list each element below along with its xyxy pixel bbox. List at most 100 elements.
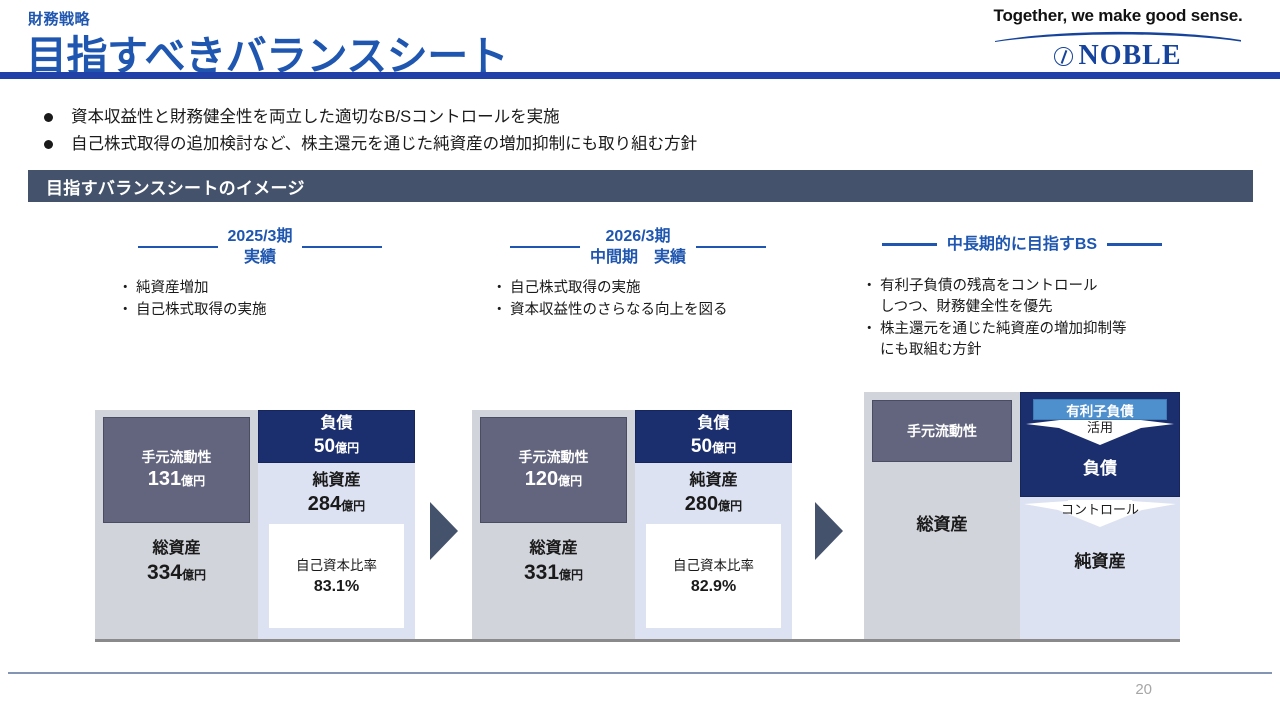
debt-value: 50億円	[690, 436, 737, 457]
bullet-dot-icon	[44, 113, 53, 122]
list-bullet-icon: ・	[862, 321, 877, 337]
column-list-3: ・ 有利子負債の残高をコントロール しつつ、財務健全性を優先 ・ 株主還元を通じ…	[862, 276, 1222, 362]
debt-label: 負債	[320, 415, 353, 432]
equity-label: 純資産	[312, 472, 361, 489]
step-arrow-1-triangle-right-icon	[430, 502, 458, 560]
liquidity-label: 手元流動性	[518, 448, 589, 465]
equity-ratio-box: 自己資本比率 82.9%	[646, 524, 781, 628]
arrow-control: コントロール	[1024, 500, 1176, 528]
heading-rule-right	[1107, 243, 1163, 246]
equity-value: 280億円	[684, 493, 743, 515]
column-heading-2: 2026/3期 中間期 実績	[478, 226, 798, 268]
list-bullet-icon: ・	[492, 280, 507, 296]
list-item: ・ 純資産増加	[118, 278, 448, 299]
total-assets: 総資産 331億円	[472, 538, 635, 588]
heading-rule-right	[696, 245, 766, 249]
down-arrow-icon	[1026, 418, 1174, 445]
debt-box: 負債 50億円	[635, 410, 792, 463]
total-assets-label: 総資産	[152, 540, 201, 557]
equity-block: 純資産 280億円	[635, 470, 792, 519]
equity-value: 284億円	[307, 493, 366, 515]
list-item-text: 株主還元を通じた純資産の増加抑制等 にも取組む方針	[880, 321, 1127, 358]
logo: Together, we make good sense. NOBLE	[968, 6, 1268, 72]
arrow-katsuyou-label: 活用	[1086, 420, 1113, 435]
page-number: 20	[1135, 681, 1152, 698]
section-band-label: 目指すバランスシートのイメージ	[46, 178, 305, 198]
down-arrow-icon	[1024, 500, 1176, 527]
header-kicker: 財務戦略	[28, 11, 91, 28]
list-item-text: 自己株式取得の実施	[510, 280, 641, 296]
equity-ratio-box: 自己資本比率 83.1%	[269, 524, 404, 628]
section-band: 目指すバランスシートのイメージ	[28, 170, 1253, 202]
balance-sheet-2: 手元流動性 120億円 総資産 331億円 負債 50億円 純資産 280億円 …	[472, 410, 792, 639]
logo-wordmark: NOBLE	[968, 40, 1268, 72]
list-item-text: 有利子負債の残高をコントロール しつつ、財務健全性を優先	[880, 278, 1098, 315]
asset-side: 手元流動性 総資産	[864, 392, 1020, 639]
heading-rule-left	[137, 245, 218, 249]
liability-equity-side: 有利子負債 活用 負債 コントロール 純資産	[1020, 392, 1180, 639]
equity-label: 純資産	[1074, 552, 1126, 571]
heading-rule-left	[881, 243, 937, 246]
arrow-katsuyou: 活用	[1026, 418, 1174, 446]
equity-ratio-label: 自己資本比率	[673, 557, 754, 573]
list-bullet-icon: ・	[492, 302, 507, 318]
liquidity-label: 手元流動性	[141, 448, 212, 465]
list-bullet-icon: ・	[862, 278, 877, 294]
equity-block: 純資産 284億円	[258, 470, 415, 519]
liquidity-box: 手元流動性 131億円	[103, 417, 250, 523]
bullet-dot-icon	[44, 140, 53, 149]
equity-label: 純資産	[689, 472, 738, 489]
bullet-text: 資本収益性と財務健全性を両立した適切なB/Sコントロールを実施	[71, 108, 560, 126]
interest-bearing-debt-bar: 有利子負債	[1033, 399, 1167, 420]
liability-equity-side: 負債 50億円 純資産 284億円 自己資本比率 83.1%	[258, 410, 415, 639]
equity-ratio-label: 自己資本比率	[296, 557, 377, 573]
arrow-control-label: コントロール	[1060, 502, 1139, 517]
column-list-2: ・ 自己株式取得の実施 ・ 資本収益性のさらなる向上を図る	[492, 278, 832, 322]
page-title: 目指すべきバランスシート	[26, 33, 509, 79]
list-item: ・ 資本収益性のさらなる向上を図る	[492, 300, 832, 321]
asset-side: 手元流動性 120億円 総資産 331億円	[472, 410, 635, 639]
liability-equity-side: 負債 50億円 純資産 280億円 自己資本比率 82.9%	[635, 410, 792, 639]
step-arrow-2-triangle-right-icon	[815, 502, 843, 560]
total-assets: 総資産 334億円	[95, 538, 258, 588]
list-item-text: 資本収益性のさらなる向上を図る	[510, 302, 728, 318]
bullet-text: 自己株式取得の追加検討など、株主還元を通じた純資産の増加抑制にも取り組む方針	[71, 135, 698, 153]
list-item: ・ 自己株式取得の実施	[118, 300, 448, 321]
column-heading-3: 中長期的に目指すBS	[862, 234, 1182, 255]
column-heading-1: 2025/3期 実績	[100, 226, 420, 268]
equity-ratio-value: 83.1%	[313, 577, 360, 595]
equity-ratio-value: 82.9%	[690, 577, 737, 595]
heading-rule-right	[302, 245, 383, 249]
heading-rule-left	[509, 245, 580, 249]
total-assets-label: 総資産	[529, 540, 578, 557]
header-rule	[0, 72, 1280, 79]
logo-arc-icon	[995, 31, 1241, 42]
balance-sheet-1: 手元流動性 131億円 総資産 334億円 負債 50億円 純資産 284億円 …	[95, 410, 415, 639]
logo-tagline: Together, we make good sense.	[993, 6, 1243, 25]
footer-rule	[8, 672, 1272, 674]
debt-label: 負債	[697, 415, 730, 432]
list-item: ・ 有利子負債の残高をコントロール しつつ、財務健全性を優先	[862, 276, 1222, 318]
list-bullet-icon: ・	[118, 280, 133, 296]
liquidity-box: 手元流動性	[872, 400, 1012, 462]
column-list-1: ・ 純資産増加 ・ 自己株式取得の実施	[118, 278, 448, 322]
list-item-text: 純資産増加	[136, 280, 209, 296]
diagram-baseline	[95, 639, 1180, 642]
column-heading-text: 2025/3期 実績	[227, 228, 293, 266]
column-heading-text: 2026/3期 中間期 実績	[589, 228, 686, 266]
list-item-text: 自己株式取得の実施	[136, 302, 267, 318]
noble-circle-mark-icon	[1054, 47, 1074, 66]
balance-sheet-3: 手元流動性 総資産 有利子負債 活用 負債	[864, 392, 1180, 639]
list-bullet-icon: ・	[118, 302, 133, 318]
total-assets-value: 334億円	[146, 561, 207, 584]
interest-bearing-debt-label: 有利子負債	[1066, 403, 1134, 419]
debt-value: 50億円	[313, 436, 360, 457]
column-heading-text: 中長期的に目指すBS	[946, 236, 1098, 253]
bullet-item: 自己株式取得の追加検討など、株主還元を通じた純資産の増加抑制にも取り組む方針	[44, 131, 1044, 157]
logo-wordmark-text: NOBLE	[1078, 40, 1182, 71]
total-assets-value: 331億円	[523, 561, 584, 584]
list-item: ・ 株主還元を通じた純資産の増加抑制等 にも取組む方針	[862, 319, 1222, 361]
liquidity-value: 131億円	[147, 467, 206, 490]
liquidity-label: 手元流動性	[907, 422, 977, 439]
